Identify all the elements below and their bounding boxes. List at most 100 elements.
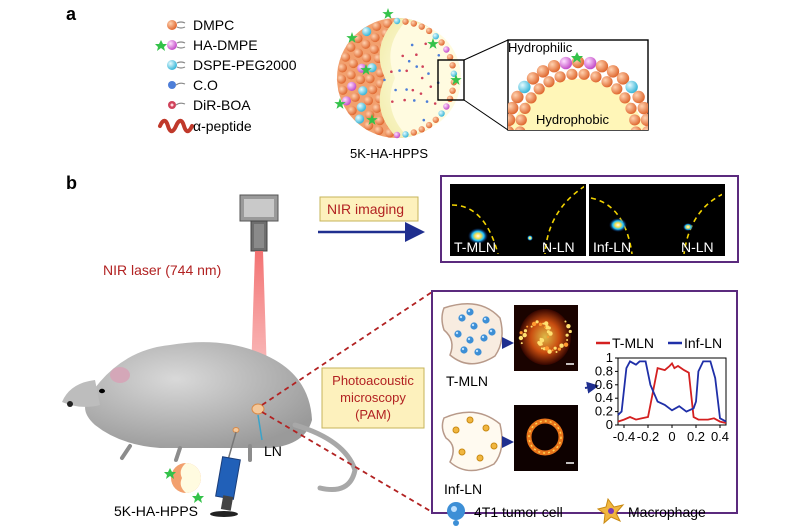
nir-tile-tmln: T-MLN [454, 239, 496, 255]
x-tick-label: 0.4 [711, 429, 729, 444]
zoom-lipid-dot [559, 56, 573, 70]
core-cargo-dot [391, 100, 394, 103]
pam-speckle [544, 346, 550, 351]
series-line-infln [617, 360, 727, 423]
shell-lipid-dot [356, 102, 366, 112]
rim-lipid-dot [410, 129, 418, 136]
rim-lipid-dot [438, 110, 445, 117]
zoom-lipid-dot [630, 126, 642, 130]
dmpc-lipid-icon [167, 20, 186, 30]
node-tumor-nucleus [461, 347, 465, 351]
macrophage-icon [596, 497, 625, 525]
pam-speckle [547, 349, 552, 354]
x-tick-label: 0 [668, 429, 675, 444]
zoom-lipid-dot [526, 72, 540, 85]
pam-speckle [547, 336, 549, 338]
cholesteryl-oleate-icon [168, 81, 186, 89]
core-cargo-dot [427, 72, 430, 75]
node-macrophage [458, 448, 466, 456]
node-tumor-cell [470, 322, 478, 330]
zoom-inset: Hydrophilic Hydrophobic [507, 39, 649, 131]
rim-lipid-dot [443, 103, 450, 110]
zoom-lipid-dot [601, 76, 613, 88]
pam-speckle [544, 326, 547, 329]
node-tumor-cell [488, 328, 496, 336]
node-tumor-cell [466, 308, 474, 316]
shell-lipid-dot [361, 53, 372, 63]
shell-lipid-dot [336, 74, 347, 84]
zoom-lipid-dot [637, 101, 648, 115]
ha-star-marker [366, 114, 378, 125]
core-cargo-dot [401, 54, 405, 58]
y-tick-label: 0.6 [595, 377, 613, 392]
zoom-lipid-dot [518, 80, 531, 94]
node-tumor-nucleus [467, 337, 471, 341]
zoom-lipid-dot [578, 68, 590, 80]
pam-speckle [522, 332, 527, 338]
core-cargo-dot [424, 42, 427, 46]
chart-plot-area [617, 357, 727, 426]
node-tumor-nucleus [481, 335, 485, 339]
zoom-lipid-dot [611, 83, 623, 95]
core-cargo-dot [422, 118, 426, 122]
pam-speckle [564, 320, 567, 323]
shell-lipid-dot [365, 74, 375, 84]
shell-lipid-dot [348, 58, 358, 69]
rim-lipid-dot [438, 39, 445, 46]
rim-lipid-dot [425, 121, 433, 129]
node-tumor-nucleus [471, 323, 475, 327]
node-tumor-nucleus [459, 315, 463, 319]
core-cargo-dot [433, 102, 437, 105]
shell-lipid-dot [346, 42, 356, 52]
zoom-lipid-dot [640, 113, 648, 127]
legend-dmpc: DMPC [193, 17, 234, 33]
rim-lipid-dot [402, 18, 409, 25]
legend-label-infln: Inf-LN [684, 335, 722, 351]
node-macrophage [466, 416, 474, 424]
pam-speckle [566, 323, 571, 329]
panel-a-legend: DMPC HA-DMPE DSPE-PEG2000 C.O DiR-BOA α-… [155, 17, 297, 134]
node-tumor-cell [458, 314, 466, 322]
shell-lipid-dot [353, 48, 363, 58]
zoom-lipid-dot [554, 71, 566, 83]
pam-label-line3: (PAM) [355, 407, 391, 422]
shell-lipid-dot [370, 32, 380, 43]
zoom-lipid-dot [519, 102, 531, 115]
zoom-lipid-dot [632, 90, 645, 104]
pam-speckle [546, 330, 551, 334]
laser-label: NIR laser (744 nm) [103, 262, 221, 278]
core-cargo-dot [420, 76, 424, 80]
shell-lipid-dot [362, 26, 372, 37]
pam-speckle [544, 325, 550, 330]
ha-star-marker [450, 74, 462, 85]
node-tumor-nucleus [483, 317, 487, 321]
legend-co: C.O [193, 77, 218, 93]
ha-star-marker [346, 32, 358, 43]
node-tumor-cell [466, 336, 474, 344]
nir-tile-nln-1: N-LN [542, 239, 575, 255]
pam-speckle [568, 329, 572, 334]
pam-speckle [539, 338, 545, 343]
core-cargo-dot [412, 99, 416, 102]
tmln-node-icon [441, 303, 503, 365]
zoom-lipid-dot [511, 90, 524, 104]
injected-particle-icon [164, 463, 204, 503]
y-tick-label: 1 [606, 350, 613, 365]
pam-speckle [519, 331, 523, 335]
ln-label: LN [264, 443, 282, 459]
zoom-lipid-dot [606, 65, 620, 78]
nir-tile-nln-2: N-LN [681, 239, 714, 255]
zoom-lipid-dot [508, 125, 514, 130]
node-macrophage [452, 426, 460, 434]
shell-lipid-dot [355, 74, 366, 85]
zoom-lipid-dot [547, 60, 561, 73]
shell-lipid-dot [350, 92, 360, 102]
ha-star-marker [382, 8, 394, 19]
nir-label: NIR imaging [327, 201, 404, 217]
rim-lipid-dot [446, 53, 454, 61]
zoom-lipid-dot [619, 92, 631, 104]
core-cargo-dot [405, 88, 408, 91]
zoom-lipid-dot [536, 65, 550, 78]
core-cargo-dot [419, 92, 423, 95]
